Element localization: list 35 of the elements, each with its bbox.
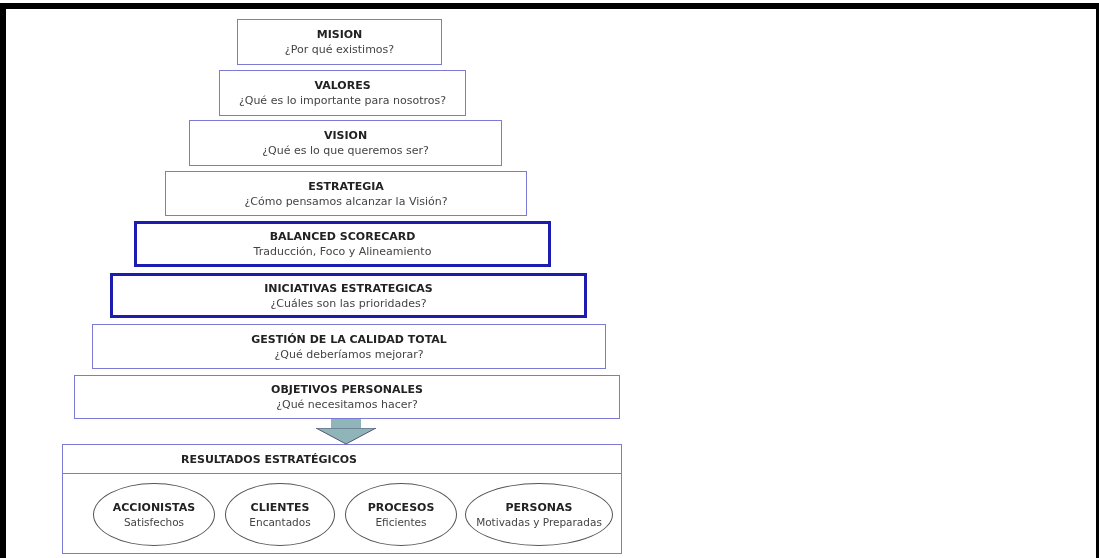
level-box bbox=[165, 171, 527, 216]
level-box bbox=[110, 273, 587, 318]
level-box bbox=[219, 70, 466, 116]
subtitle: Encantados bbox=[249, 516, 311, 528]
heading: BALANCED SCORECARD bbox=[269, 230, 416, 243]
subtitle: ¿Qué deberíamos mejorar? bbox=[274, 347, 424, 361]
subtitle: Eficientes bbox=[375, 516, 427, 528]
level-box bbox=[74, 375, 620, 419]
subtitle: Motivadas y Preparadas bbox=[476, 516, 602, 528]
heading: GESTIÓN DE LA CALIDAD TOTAL bbox=[251, 332, 447, 346]
level-box bbox=[189, 120, 502, 166]
subtitle: ¿Por qué existimos? bbox=[284, 43, 395, 56]
subtitle: ¿Cuáles son las prioridades? bbox=[270, 296, 427, 310]
level-box bbox=[134, 221, 551, 267]
heading: ACCIONISTAS bbox=[112, 501, 196, 514]
heading: INICIATIVAS ESTRATEGICAS bbox=[264, 281, 433, 295]
heading: VISION bbox=[323, 129, 368, 142]
heading: PERSONAS bbox=[505, 501, 573, 514]
level-box bbox=[237, 19, 442, 65]
block-arrow bbox=[315, 419, 377, 445]
heading: ESTRATEGIA bbox=[308, 179, 384, 193]
heading: CLIENTES bbox=[250, 501, 310, 514]
heading: VALORES bbox=[314, 79, 371, 92]
subtitle: ¿Cómo pensamos alcanzar la Visión? bbox=[244, 194, 448, 208]
subtitle: ¿Qué es lo importante para nosotros? bbox=[238, 94, 447, 107]
subtitle: Traducción, Foco y Alineamiento bbox=[253, 245, 432, 258]
heading: OBJETIVOS PERSONALES bbox=[271, 383, 423, 396]
heading: PROCESOS bbox=[367, 501, 435, 514]
heading: MISION bbox=[316, 28, 363, 41]
panel-title: RESULTADOS ESTRATÉGICOS bbox=[63, 445, 621, 474]
results-panel bbox=[62, 444, 622, 554]
subtitle: Satisfechos bbox=[123, 516, 185, 528]
subtitle: ¿Qué es lo que queremos ser? bbox=[262, 144, 429, 157]
subtitle: ¿Qué necesitamos hacer? bbox=[276, 398, 418, 411]
level-box bbox=[92, 324, 606, 369]
